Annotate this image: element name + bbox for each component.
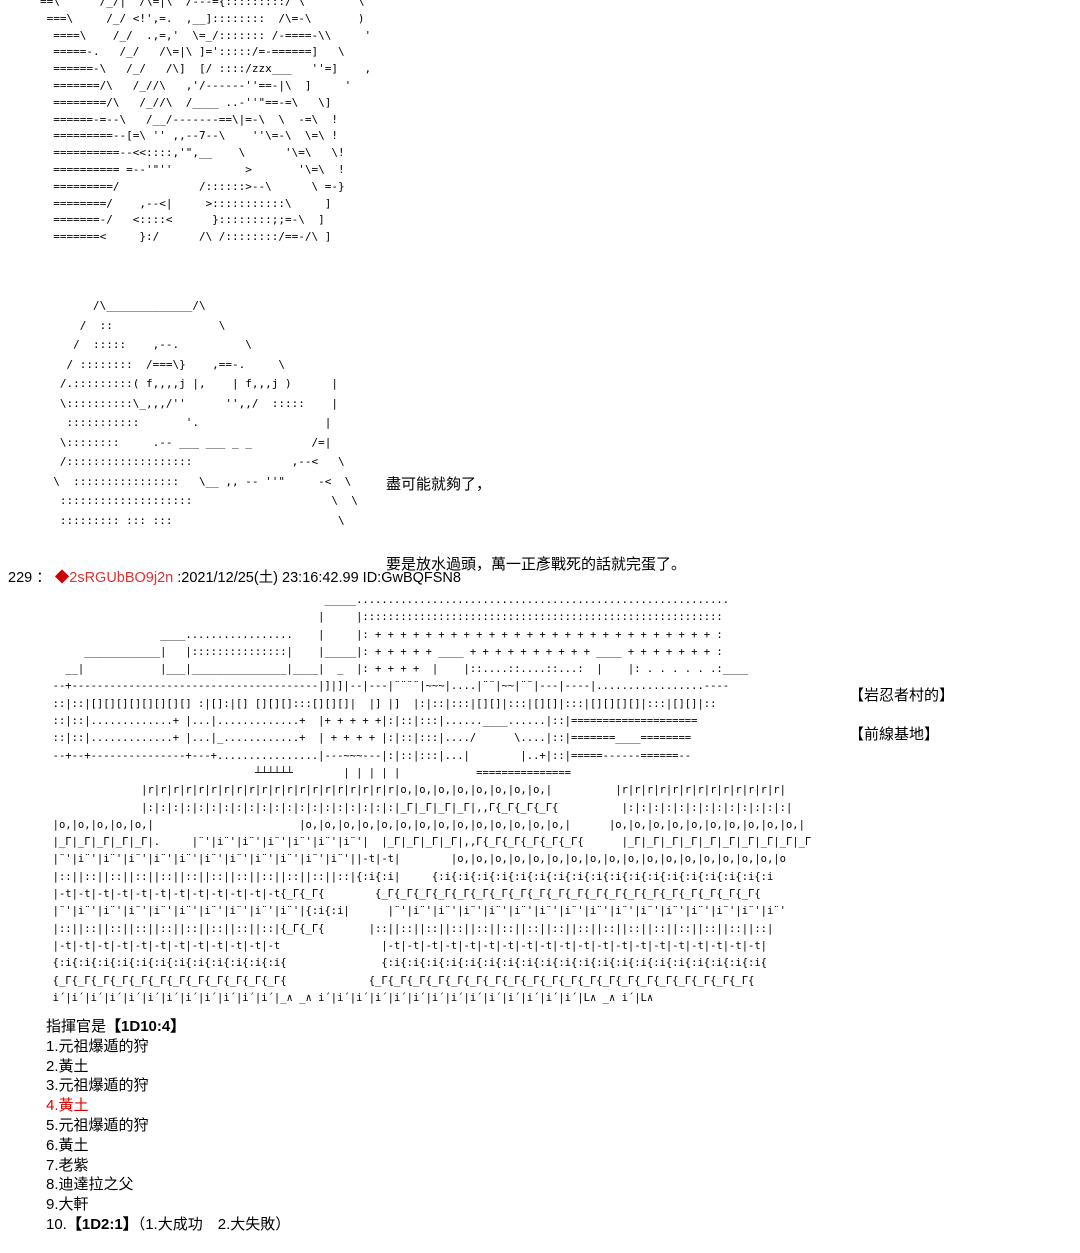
list-item: 10.【1D2:1】（1.大成功 2.大失敗） — [46, 1215, 291, 1233]
post-datetime: :2021/12/25(土) 23:16:42.99 — [173, 570, 363, 586]
dialogue-text: 盡可能就夠了， 要是放水過頭，萬一正彥戰死的話就完蛋了。 — [386, 436, 686, 630]
side-labels: 【岩忍者村的】 【前線基地】 — [849, 684, 954, 762]
dice-result-list: 指揮官是【1D10:4】 1.元祖爆遁的狩 2.黃土 3.元祖爆遁的狩 4.黃土… — [46, 1017, 290, 1235]
dialogue-line-1: 盡可能就夠了， — [386, 476, 492, 493]
label-frontline-base: 【前線基地】 — [849, 726, 940, 743]
dice-roll-result: 【1D2:1】 — [66, 1215, 138, 1233]
tripcode: 2sRGUbBO9j2n — [69, 570, 174, 586]
list-item: 5.元祖爆遁的狩 — [46, 1116, 149, 1134]
ascii-art-base-building: _____...................................… — [52, 594, 812, 1004]
label-village: 【岩忍者村的】 — [849, 687, 955, 704]
dice-roll-result: 【1D10:4】 — [106, 1018, 186, 1035]
list-item: 7.老紫 — [46, 1156, 89, 1174]
list-title: 指揮官是【1D10:4】 — [46, 1018, 186, 1035]
ascii-art-character: ==\ /_/| /\=|\ /---={:::::::::/ \ \ ===\… — [40, 0, 372, 244]
list-item: 3.元祖爆遁的狩 — [46, 1077, 149, 1095]
list-item-selected: 4.黃土 — [46, 1097, 89, 1115]
dialogue-line-2: 要是放水過頭，萬一正彥戰死的話就完蛋了。 — [386, 556, 687, 573]
post-id: ID:GwBQFSN8 — [362, 570, 461, 586]
list-item: 8.迪達拉之父 — [46, 1176, 134, 1194]
tripcode-diamond-icon: ◆ — [54, 570, 70, 586]
post-header: 229 ： ◆2sRGUbBO9j2n :2021/12/25(土) 23:16… — [8, 566, 461, 587]
post-number: 229 ： — [8, 570, 55, 586]
list-item: 6.黃土 — [46, 1136, 89, 1154]
list-item: 2.黃土 — [46, 1057, 89, 1075]
list-item: 1.元祖爆遁的狩 — [46, 1037, 149, 1055]
list-item: 9.大軒 — [46, 1196, 89, 1214]
ascii-art-face: /\_____________/\ / :: \ / ::::: ,--. \ … — [53, 299, 358, 527]
